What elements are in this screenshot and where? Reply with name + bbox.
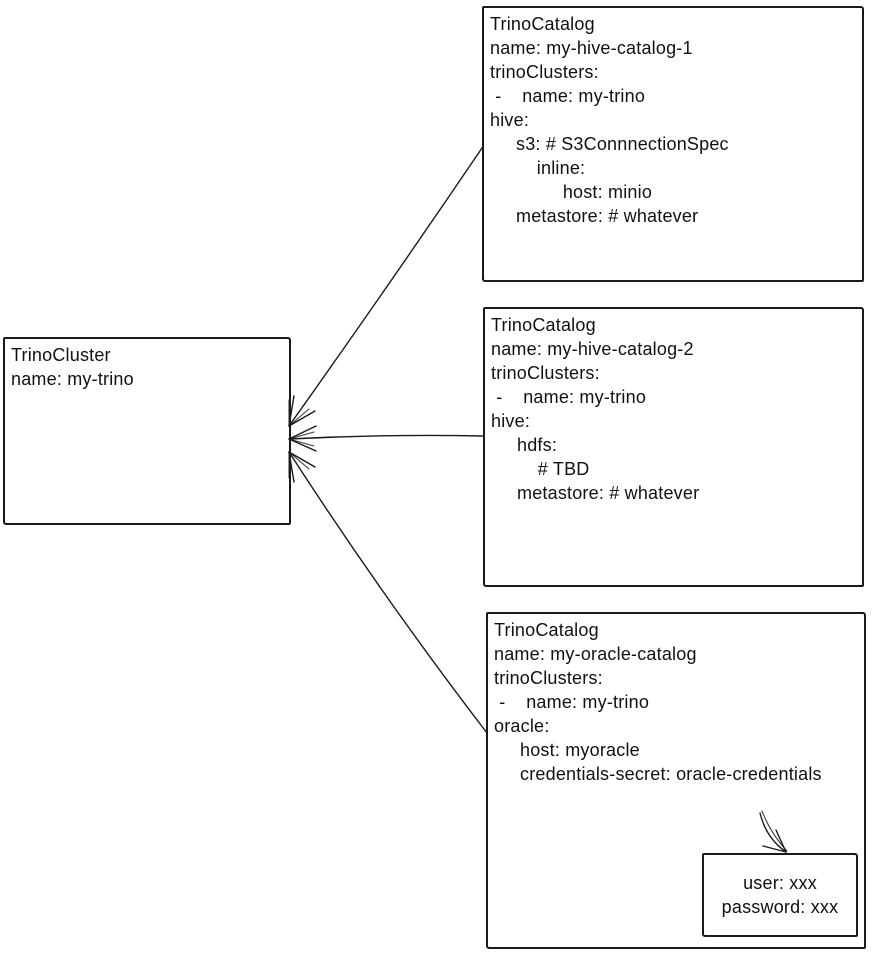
yaml-line: name: my-oracle-catalog <box>494 644 697 664</box>
yaml-line: hive: <box>490 110 530 130</box>
yaml-line: # TBD <box>491 459 590 479</box>
arrowhead <box>288 395 316 427</box>
arrowhead <box>288 399 310 427</box>
yaml-line: host: minio <box>490 182 653 202</box>
yaml-line: name: my-hive-catalog-2 <box>491 339 694 359</box>
yaml-line: oracle: <box>494 716 550 736</box>
yaml-line: TrinoCatalog <box>490 14 595 34</box>
yaml-line: name: my-trino <box>11 369 134 389</box>
arrowhead <box>288 425 317 452</box>
yaml-line: hdfs: <box>491 435 558 455</box>
trino-catalog-3-box: TrinoCatalog name: my-oracle-catalog tri… <box>486 612 866 949</box>
connector-catalog-2-to-cluster <box>288 425 484 452</box>
yaml-line: metastore: # whatever <box>491 483 700 503</box>
credentials-line: password: xxx <box>721 897 839 917</box>
yaml-line: trinoClusters: <box>490 62 599 82</box>
yaml-line: inline: <box>490 158 586 178</box>
arrowhead <box>288 451 316 483</box>
yaml-line: name: my-hive-catalog-1 <box>490 38 693 58</box>
arrow-line <box>288 147 483 427</box>
trino-catalog-1-box: TrinoCatalog name: my-hive-catalog-1 tri… <box>482 6 864 282</box>
connector-catalog-3-to-cluster <box>288 451 488 734</box>
yaml-line: credentials-secret: oracle-credentials <box>494 764 822 784</box>
connector-catalog-1-to-cluster <box>288 147 483 427</box>
yaml-line: s3: # S3ConnnectionSpec <box>490 134 729 154</box>
arrow-line <box>288 451 488 734</box>
yaml-line: trinoClusters: <box>491 363 600 383</box>
trino-catalog-2-box: TrinoCatalog name: my-hive-catalog-2 tri… <box>483 307 864 587</box>
yaml-line: host: myoracle <box>494 740 640 760</box>
arrowhead <box>288 451 310 479</box>
arrow-line <box>288 434 484 440</box>
credentials-box: user: xxx password: xxx <box>702 853 858 937</box>
trino-cluster-box: TrinoCluster name: my-trino <box>3 337 291 525</box>
yaml-line: metastore: # whatever <box>490 206 699 226</box>
yaml-line: - name: my-trino <box>494 692 650 712</box>
yaml-line: - name: my-trino <box>491 387 647 407</box>
arrowhead <box>288 431 315 447</box>
yaml-line: - name: my-trino <box>490 86 646 106</box>
credentials-line: user: xxx <box>743 873 817 893</box>
yaml-line: hive: <box>491 411 531 431</box>
yaml-line: trinoClusters: <box>494 668 603 688</box>
yaml-line: TrinoCluster <box>11 345 111 365</box>
yaml-line: TrinoCatalog <box>494 620 599 640</box>
yaml-line: TrinoCatalog <box>491 315 596 335</box>
